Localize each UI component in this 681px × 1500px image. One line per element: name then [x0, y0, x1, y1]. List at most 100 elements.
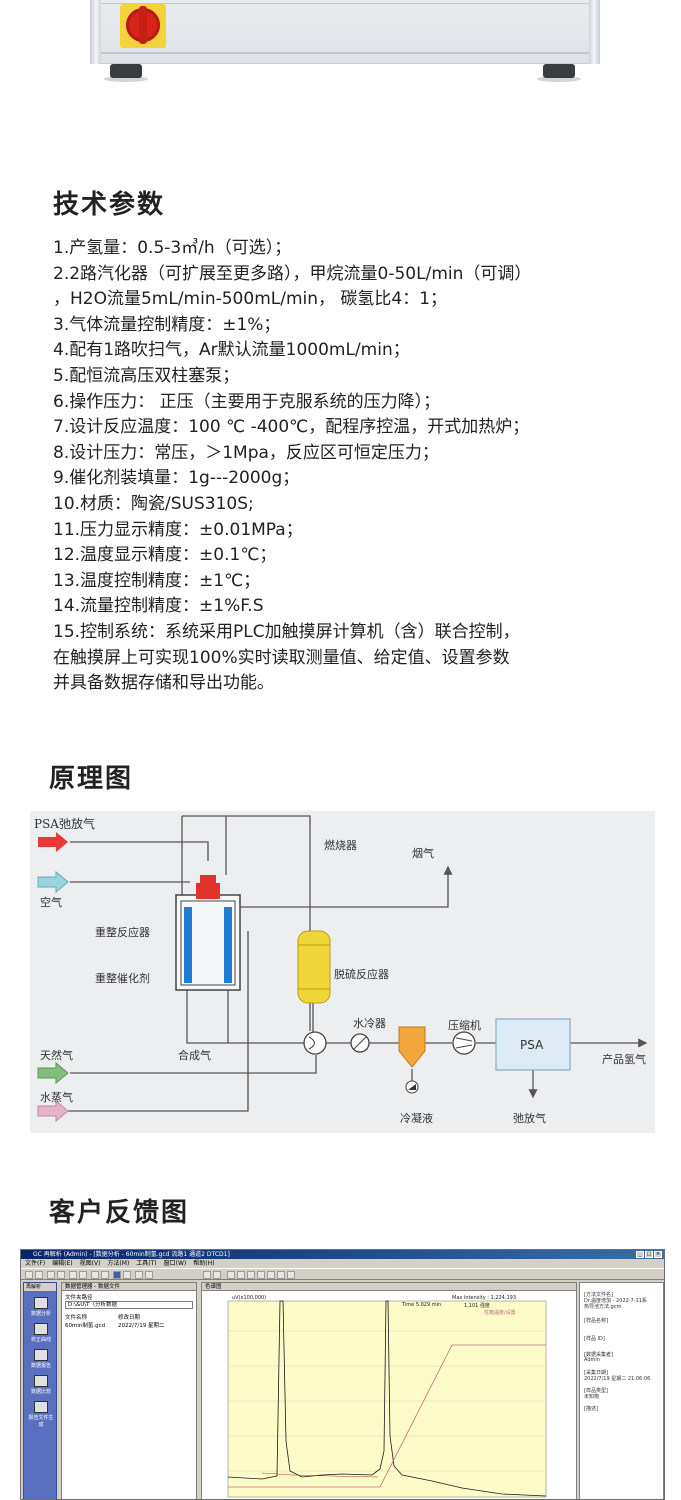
param-line: 5.配恒流高压双柱塞泵； — [53, 365, 240, 386]
label-air: 空气 — [40, 896, 62, 909]
principle-title: 原理图 — [49, 764, 134, 794]
line-steam-return — [66, 931, 249, 1112]
tech-params-list: 1.产氢量：0.5-3㎥/h（可选）；2.2路汽化器（可扩展至更多路），甲烷流量… — [53, 236, 653, 697]
cabinet-rail-left — [91, 0, 101, 64]
cabinet-panel-line-bottom — [101, 52, 589, 54]
label-water-cooler: 水冷器 — [353, 1017, 386, 1030]
line-natural-gas — [70, 1055, 317, 1074]
sample-info-line: [方法文件名] — [584, 1292, 613, 1298]
param-line: 4.配有1路吹扫气，Ar默认流量1000mL/min； — [53, 340, 410, 361]
compressor-icon — [452, 1031, 476, 1055]
toolbar-tool-icon — [57, 1271, 65, 1279]
baseline-trace — [261, 1472, 379, 1478]
cabinet-foot-right — [543, 64, 575, 78]
toolbar — [21, 1268, 664, 1280]
nav-label: 数据分析 — [30, 1311, 51, 1317]
sample-info-line: Admin — [584, 1357, 600, 1363]
menu-item[interactable]: 工具(T) — [136, 1260, 157, 1267]
toolbar-tool-icon — [101, 1271, 109, 1279]
reformer-inner — [180, 900, 236, 986]
water-cooler-slash — [353, 1036, 367, 1050]
separator-vessel — [398, 1026, 426, 1068]
toolbar-tool-icon — [237, 1271, 245, 1279]
nav-item[interactable]: 校正曲线 — [27, 1323, 55, 1343]
tech-params-title: 技术参数 — [53, 190, 166, 220]
param-line: 7.设计反应温度：100 ℃ -400℃，配程序控温，开式加热炉； — [53, 417, 530, 438]
arrow-steam — [37, 1099, 69, 1123]
compressor-blades — [455, 1037, 473, 1049]
cabinet-panel-line — [101, 3, 589, 4]
param-line: 2.2路汽化器（可扩展至更多路），甲烷流量0-50L/min（可调） — [53, 263, 532, 284]
menu-item[interactable]: 编辑(E) — [52, 1260, 73, 1267]
sample-info-line: [描述] — [584, 1406, 598, 1412]
nav-item[interactable]: 数据分析 — [27, 1297, 55, 1317]
label-catalyst: 重整催化剂 — [95, 972, 150, 985]
menu-item[interactable]: 帮助(H) — [193, 1260, 215, 1267]
sample-info-panel: [方法文件名]Dr.温度增加 - 2022-7-11系热导池方法.gcm[样品名… — [579, 1282, 664, 1499]
arrow-air — [37, 870, 69, 894]
label-syngas: 合成气 — [178, 1049, 211, 1062]
chromatogram-trace — [227, 1300, 547, 1497]
toolbar-tool-icon — [213, 1271, 221, 1279]
nav-label: 报告文件生成 — [28, 1415, 54, 1428]
folder-path-field[interactable]: D:\&U\T（分析数据 — [65, 1301, 193, 1309]
toolbar-tool-icon — [277, 1271, 285, 1279]
nav-item[interactable]: 数据比较 — [27, 1375, 55, 1395]
feedback-title: 客户反馈图 — [49, 1198, 190, 1228]
toolbar-tool-icon — [135, 1271, 143, 1279]
nav-icon — [34, 1323, 48, 1335]
file-row-date: 2022/7/19 星期二 — [118, 1323, 165, 1329]
cabinet-foot-shadow — [104, 76, 148, 82]
maximize-icon: □ — [645, 1251, 653, 1258]
toolbar-tool-icon — [203, 1271, 211, 1279]
minimize-icon: _ — [636, 1251, 644, 1258]
nav-item[interactable]: 数据报告 — [27, 1349, 55, 1369]
nav-item[interactable]: 报告文件生成 — [27, 1401, 55, 1428]
label-burner: 燃烧器 — [324, 839, 357, 852]
data-manager-head: 数据管理器 - 数据文件 — [62, 1283, 196, 1291]
sample-info-line: [数据采集者] — [584, 1352, 613, 1358]
folder-label: 文件夹路径 — [65, 1295, 93, 1301]
chart-time-readout: Time 5.029 min — [402, 1302, 442, 1308]
heat-exchanger-coil — [308, 1036, 315, 1050]
file-row-name[interactable]: 60min制氢.gcd — [65, 1323, 106, 1329]
menu-item[interactable]: 窗口(W) — [163, 1260, 187, 1267]
col-file-name: 文件名称 — [65, 1315, 88, 1321]
param-line: 12.温度显示精度：±0.1℃； — [53, 545, 277, 566]
toolbar-print-icon — [47, 1271, 55, 1279]
oven-temperature-trace — [228, 1344, 546, 1488]
toolbar-tool-icon — [287, 1271, 295, 1279]
toolbar-tool-icon — [69, 1271, 77, 1279]
process-flow-diagram: PSA弛放气 空气 燃烧器 烟气 重整反应器 重整催化剂 脱硫反应器 水冷器 压… — [30, 811, 655, 1133]
param-line: ，H2O流量5mL/min-500mL/min， 碳氢比4：1； — [53, 289, 448, 310]
left-nav-head: 再解析 — [24, 1283, 56, 1291]
param-line: 8.设计压力：常压，＞1Mpa，反应区可恒定压力； — [53, 442, 439, 463]
arrow-psa-tail-gas — [38, 832, 68, 852]
line-syngas — [186, 986, 304, 1044]
label-condensate: 冷凝液 — [400, 1112, 433, 1125]
process-flow-svg — [37, 815, 648, 1123]
toolbar-tool-icon — [91, 1271, 99, 1279]
menu-item[interactable]: 视图(V) — [79, 1260, 101, 1267]
power-switch-handle — [139, 6, 147, 44]
label-flue-gas: 烟气 — [412, 847, 434, 860]
label-psa-tail-gas: PSA弛放气 — [34, 817, 95, 831]
cabinet-foot-left — [110, 64, 142, 78]
chromatogram-svg — [227, 1300, 547, 1498]
chromatogram-window: 色谱图 uV(x100,000) Max Intensity : 1,224,1… — [201, 1282, 577, 1499]
plot-area — [227, 1300, 547, 1498]
param-line: 13.温度控制精度：±1℃； — [53, 570, 261, 591]
toolbar-tool-icon — [267, 1271, 275, 1279]
line-psa-tail-gas — [70, 841, 209, 861]
label-natural-gas: 天然气 — [40, 1049, 73, 1062]
line-loop-top — [182, 815, 227, 875]
menu-item[interactable]: 方法(M) — [107, 1260, 130, 1267]
label-steam: 水蒸气 — [40, 1091, 73, 1104]
toolbar-tool-icon — [113, 1271, 121, 1279]
param-line: 在触摸屏上可实现100%实时读取测量值、给定值、设置参数 — [53, 647, 510, 668]
label-psa: PSA — [520, 1038, 544, 1052]
sample-info-line: [样品 ID] — [584, 1336, 605, 1342]
menu-item[interactable]: 文件(F) — [25, 1260, 46, 1267]
catalyst-tube-left — [184, 907, 192, 983]
col-modified-date: 修改日期 — [118, 1315, 141, 1321]
